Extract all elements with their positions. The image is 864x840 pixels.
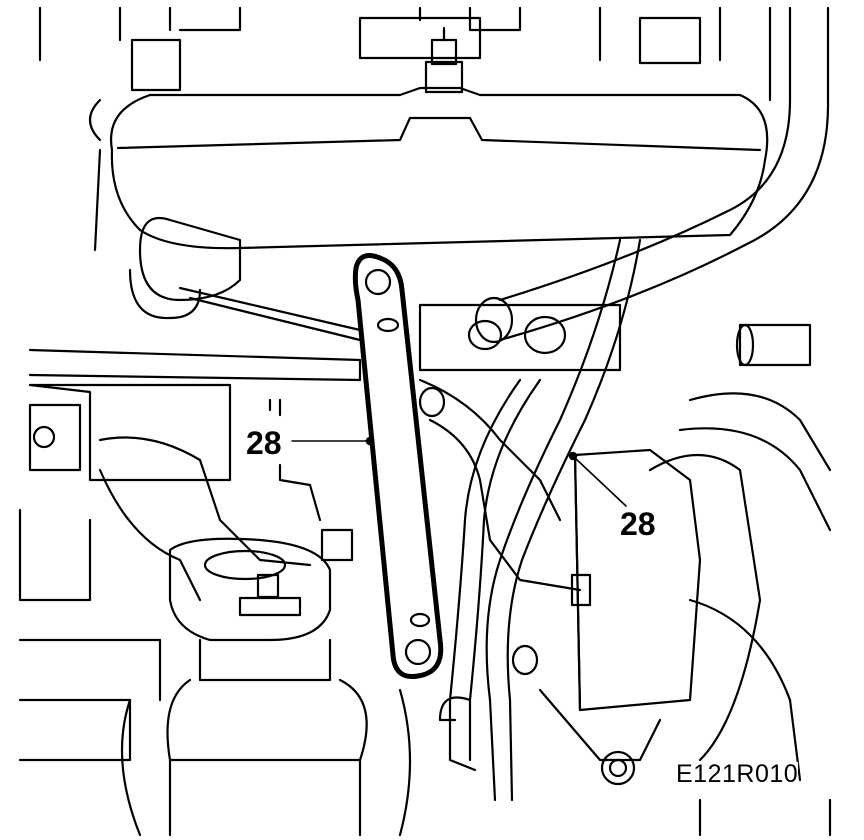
left-bracket-block — [18, 348, 362, 762]
callout-28-right: 28 — [618, 506, 658, 542]
leader-line-right — [568, 451, 627, 507]
link-rod — [352, 253, 444, 680]
center-engine-parts — [268, 303, 622, 592]
right-curved-hose — [474, 6, 830, 344]
figure-reference-code: E121R010 — [676, 760, 799, 788]
leader-line-left — [291, 436, 375, 446]
top-engine-block — [38, 6, 772, 252]
bottom-edge — [698, 798, 832, 837]
middle-hoses — [438, 238, 642, 802]
lower-mount — [120, 537, 412, 837]
right-components — [538, 323, 832, 786]
left-pipe-elbow — [128, 217, 362, 342]
link-rod-details — [364, 268, 432, 666]
intake-plenum — [109, 26, 769, 250]
callout-28-left: 28 — [244, 425, 284, 461]
